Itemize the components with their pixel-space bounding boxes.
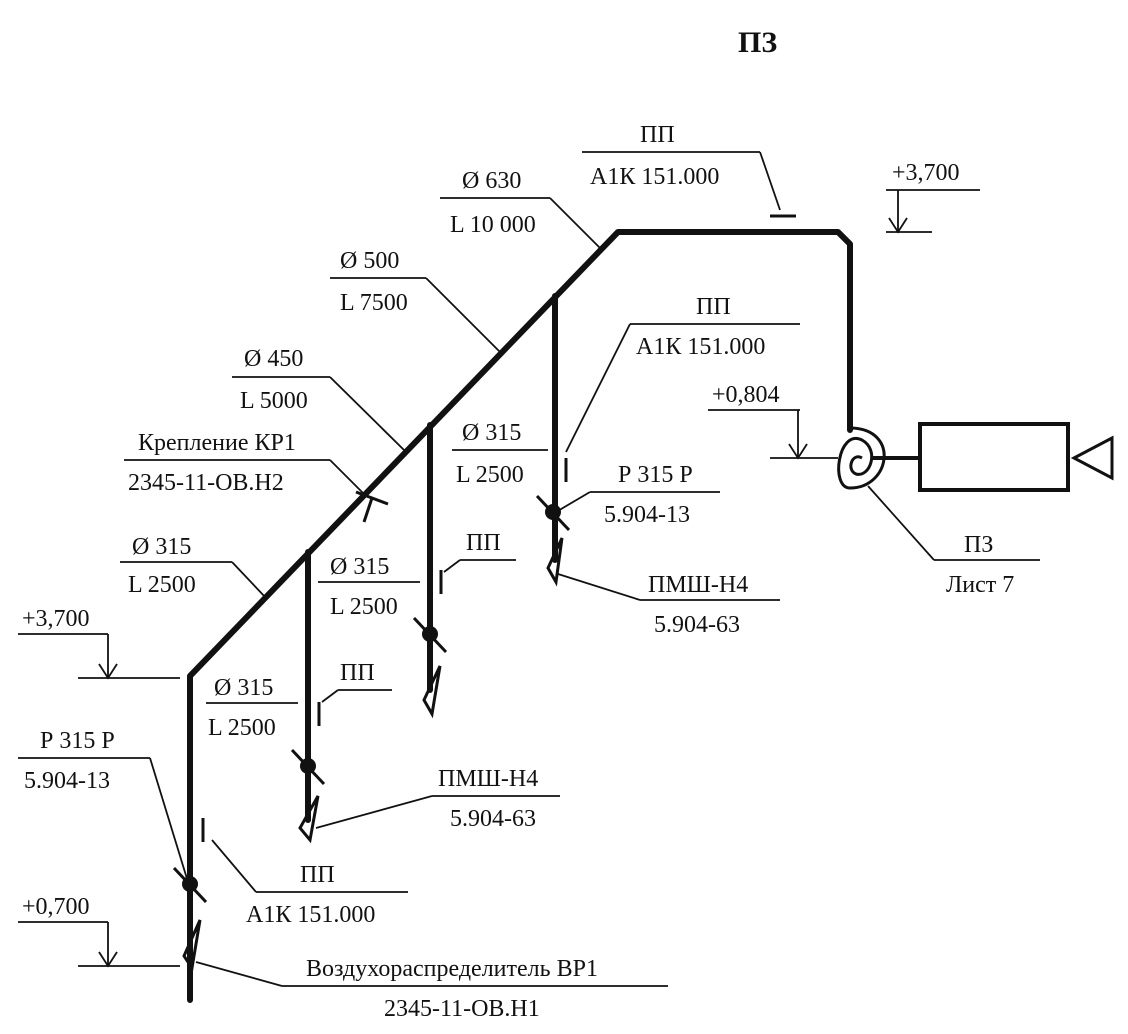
level-mid-right: +0,804 [712,382,780,408]
duct-315-b2-length: L 2500 [330,594,398,620]
callout-fan: ПЗ Лист 7 [867,485,1040,598]
grille-branch-2-icon [422,665,442,719]
callout-pp-bottom: ПП А1К 151.000 [201,818,408,928]
level-top-right: +3,700 [892,160,960,186]
fan-unit [837,422,1114,492]
diffuser-code: 2345-11-ОВ.Н1 [384,996,540,1022]
duct-630-diameter: Ø 630 [462,168,521,194]
pmsh-mid-code: 5.904-63 [450,806,536,832]
pmsh-right-name: ПМШ-Н4 [648,572,748,598]
pp-bottom-code: А1К 151.000 [246,902,375,928]
fan-sheet: Лист 7 [946,572,1014,598]
level-left-upper: +3,700 [22,606,90,632]
label-duct-315-b2: Ø 315 L 2500 [318,554,420,620]
duct-315-main-length: L 2500 [128,572,196,598]
pp-b3-name: ПП [340,660,375,686]
intake-triangle-icon [1070,435,1114,481]
diffuser-icon [182,919,202,972]
duct-315-b3-diameter: Ø 315 [214,675,273,701]
callout-diffuser: Воздухораспределитель ВР1 2345-11-ОВ.Н1 [195,956,668,1022]
fastening-name: Крепление КР1 [138,430,296,456]
level-mark-left-lower: +0,700 [18,894,180,968]
valve-right-name: Р 315 Р [618,462,693,488]
valve-main-icon [172,866,208,904]
callout-valve-right: Р 315 Р 5.904-13 [555,462,720,528]
callout-pp-b2: ПП [439,530,516,594]
pp-b2-name: ПП [466,530,501,556]
label-duct-315-main: Ø 315 L 2500 [120,534,267,599]
label-duct-450: Ø 450 L 5000 [232,346,405,451]
level-mark-mid-right: +0,804 [708,382,838,460]
duct-500-diameter: Ø 500 [340,248,399,274]
callout-valve-left: Р 315 Р 5.904-13 [18,728,189,883]
callout-fastening: Крепление КР1 2345-11-ОВ.Н2 [124,430,389,523]
pp-bottom-name: ПП [300,862,335,888]
diffuser-name: Воздухораспределитель ВР1 [306,956,598,982]
pmsh-mid-name: ПМШ-Н4 [438,766,538,792]
valve-right-code: 5.904-13 [604,502,690,528]
grille-branch-3-icon [298,795,320,844]
duct-315-b3-length: L 2500 [208,715,276,741]
callout-pmsh-right: ПМШ-Н4 5.904-63 [557,572,780,638]
pmsh-right-code: 5.904-63 [654,612,740,638]
pp-top-code: А1К 151.000 [590,164,719,190]
grille-branch-1-icon [546,537,564,587]
pp-right-name: ПП [696,294,731,320]
valve-branch-2-icon [412,616,448,654]
label-duct-315-b3: Ø 315 L 2500 [206,675,298,741]
valve-left-code: 5.904-13 [24,768,110,794]
valve-branch-1-icon [535,494,571,532]
level-left-lower: +0,700 [22,894,90,920]
fan-name: ПЗ [964,532,993,558]
callout-pp-right: ПП А1К 151.000 [564,294,800,482]
duct-450-length: L 5000 [240,388,308,414]
pp-right-code: А1К 151.000 [636,334,765,360]
pp-top-name: ПП [640,122,675,148]
level-mark-left-upper: +3,700 [18,606,180,680]
duct-315-main-diameter: Ø 315 [132,534,191,560]
system-title: ПЗ [738,26,777,59]
duct-500-length: L 7500 [340,290,408,316]
duct-630-length: L 10 000 [450,212,536,238]
callout-pp-top: ПП А1К 151.000 [582,122,796,218]
label-duct-630: Ø 630 L 10 000 [440,168,601,249]
valve-left-name: Р 315 Р [40,728,115,754]
level-mark-top-right: +3,700 [886,160,980,234]
label-duct-315-b1: Ø 315 L 2500 [452,420,548,488]
fastening-code: 2345-11-ОВ.Н2 [128,470,284,496]
duct-315-b2-diameter: Ø 315 [330,554,389,580]
label-duct-500: Ø 500 L 7500 [330,248,501,353]
duct-315-b1-diameter: Ø 315 [462,420,521,446]
callout-pmsh-mid: ПМШ-Н4 5.904-63 [315,766,560,832]
callout-pp-b3: ПП [317,660,392,726]
motor-box [918,422,1070,492]
duct-315-b1-length: L 2500 [456,462,524,488]
main-duct [187,229,853,1003]
fan-spiral-icon [837,426,886,490]
valve-branch-3-icon [290,748,326,786]
duct-450-diameter: Ø 450 [244,346,303,372]
